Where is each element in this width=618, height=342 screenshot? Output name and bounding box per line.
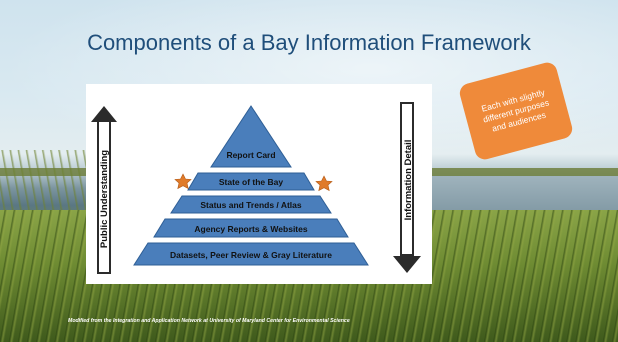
public-understanding-arrow: Public Understanding xyxy=(91,106,117,274)
star-icon-left xyxy=(174,173,192,190)
marsh-grass-left xyxy=(0,150,95,220)
source-footnote: Modified from the Integration and Applic… xyxy=(68,318,350,324)
level-label-agency-reports: Agency Reports & Websites xyxy=(194,224,307,234)
framework-pyramid: Public Understanding Information Detail … xyxy=(91,102,421,274)
pyramid-level-2 xyxy=(187,172,315,191)
slide-title: Components of a Bay Information Framewor… xyxy=(87,30,531,55)
bay-water xyxy=(430,176,618,216)
information-detail-label: Information Detail xyxy=(403,140,414,221)
pyramid-level-top xyxy=(210,105,292,168)
up-arrow-inner xyxy=(99,122,109,272)
pyramid-level-4 xyxy=(153,218,349,238)
level-label-state-of-bay: State of the Bay xyxy=(219,177,284,187)
callout-text: Each with slightly different purposes an… xyxy=(480,86,550,134)
pyramid-levels: Report Card State of the Bay Status and … xyxy=(133,105,369,266)
level-label-status-trends: Status and Trends / Atlas xyxy=(200,200,302,210)
public-understanding-label: Public Understanding xyxy=(99,150,110,248)
down-arrow-inner xyxy=(402,104,412,254)
framework-diagram-panel: Public Understanding Information Detail … xyxy=(86,84,432,284)
level-label-report-card: Report Card xyxy=(226,150,275,160)
information-detail-arrow: Information Detail xyxy=(393,102,421,273)
pyramid-level-base xyxy=(133,242,369,266)
level-label-datasets: Datasets, Peer Review & Gray Literature xyxy=(170,250,332,260)
pyramid-level-3 xyxy=(170,195,332,214)
star-icon-right xyxy=(315,175,333,192)
